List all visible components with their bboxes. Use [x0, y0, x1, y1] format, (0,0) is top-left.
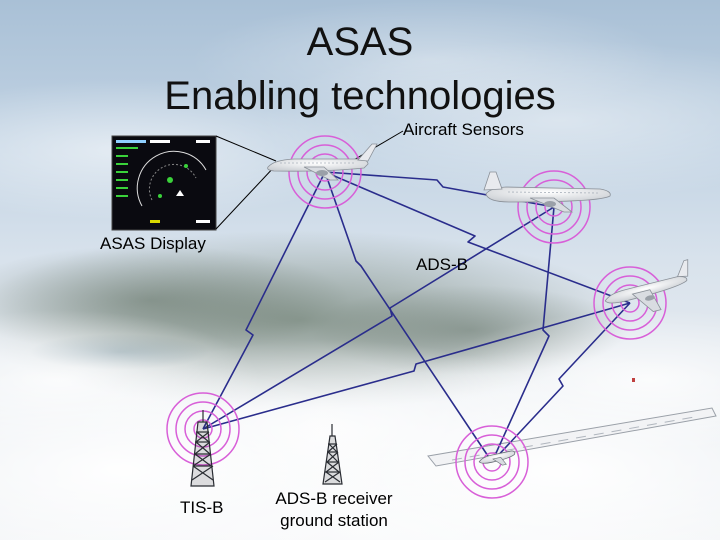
- radio-tower-icon: [323, 424, 342, 484]
- aircraft-icon: [484, 172, 610, 212]
- link-aircraft1-tisb: [203, 172, 325, 429]
- tisb-label: TIS-B: [180, 498, 223, 518]
- callout-line-bottom: [216, 165, 276, 229]
- slide-title-line-1: ASAS: [0, 20, 720, 64]
- asas-display-screen: [112, 136, 216, 230]
- ground-station-label: ADS-B receiver ground station: [263, 488, 405, 532]
- slide-title-line-2: Enabling technologies: [0, 74, 720, 118]
- red-marker: [632, 378, 635, 382]
- link-aircraft2-ground: [492, 207, 554, 462]
- adsb-label: ADS-B: [416, 255, 468, 275]
- link-aircraft2-tisb: [203, 207, 554, 429]
- aircraft-sensors-label: Aircraft Sensors: [403, 120, 524, 140]
- runway-icon: [428, 408, 716, 466]
- datalink-lines: [203, 172, 630, 462]
- callout-line-top: [216, 136, 276, 161]
- radio-tower-icon: [191, 410, 214, 486]
- link-aircraft3-tisb: [203, 303, 630, 429]
- link-aircraft1-ground: [325, 172, 492, 462]
- callout-line-sensors: [352, 131, 403, 161]
- asas-display-label: ASAS Display: [100, 234, 206, 254]
